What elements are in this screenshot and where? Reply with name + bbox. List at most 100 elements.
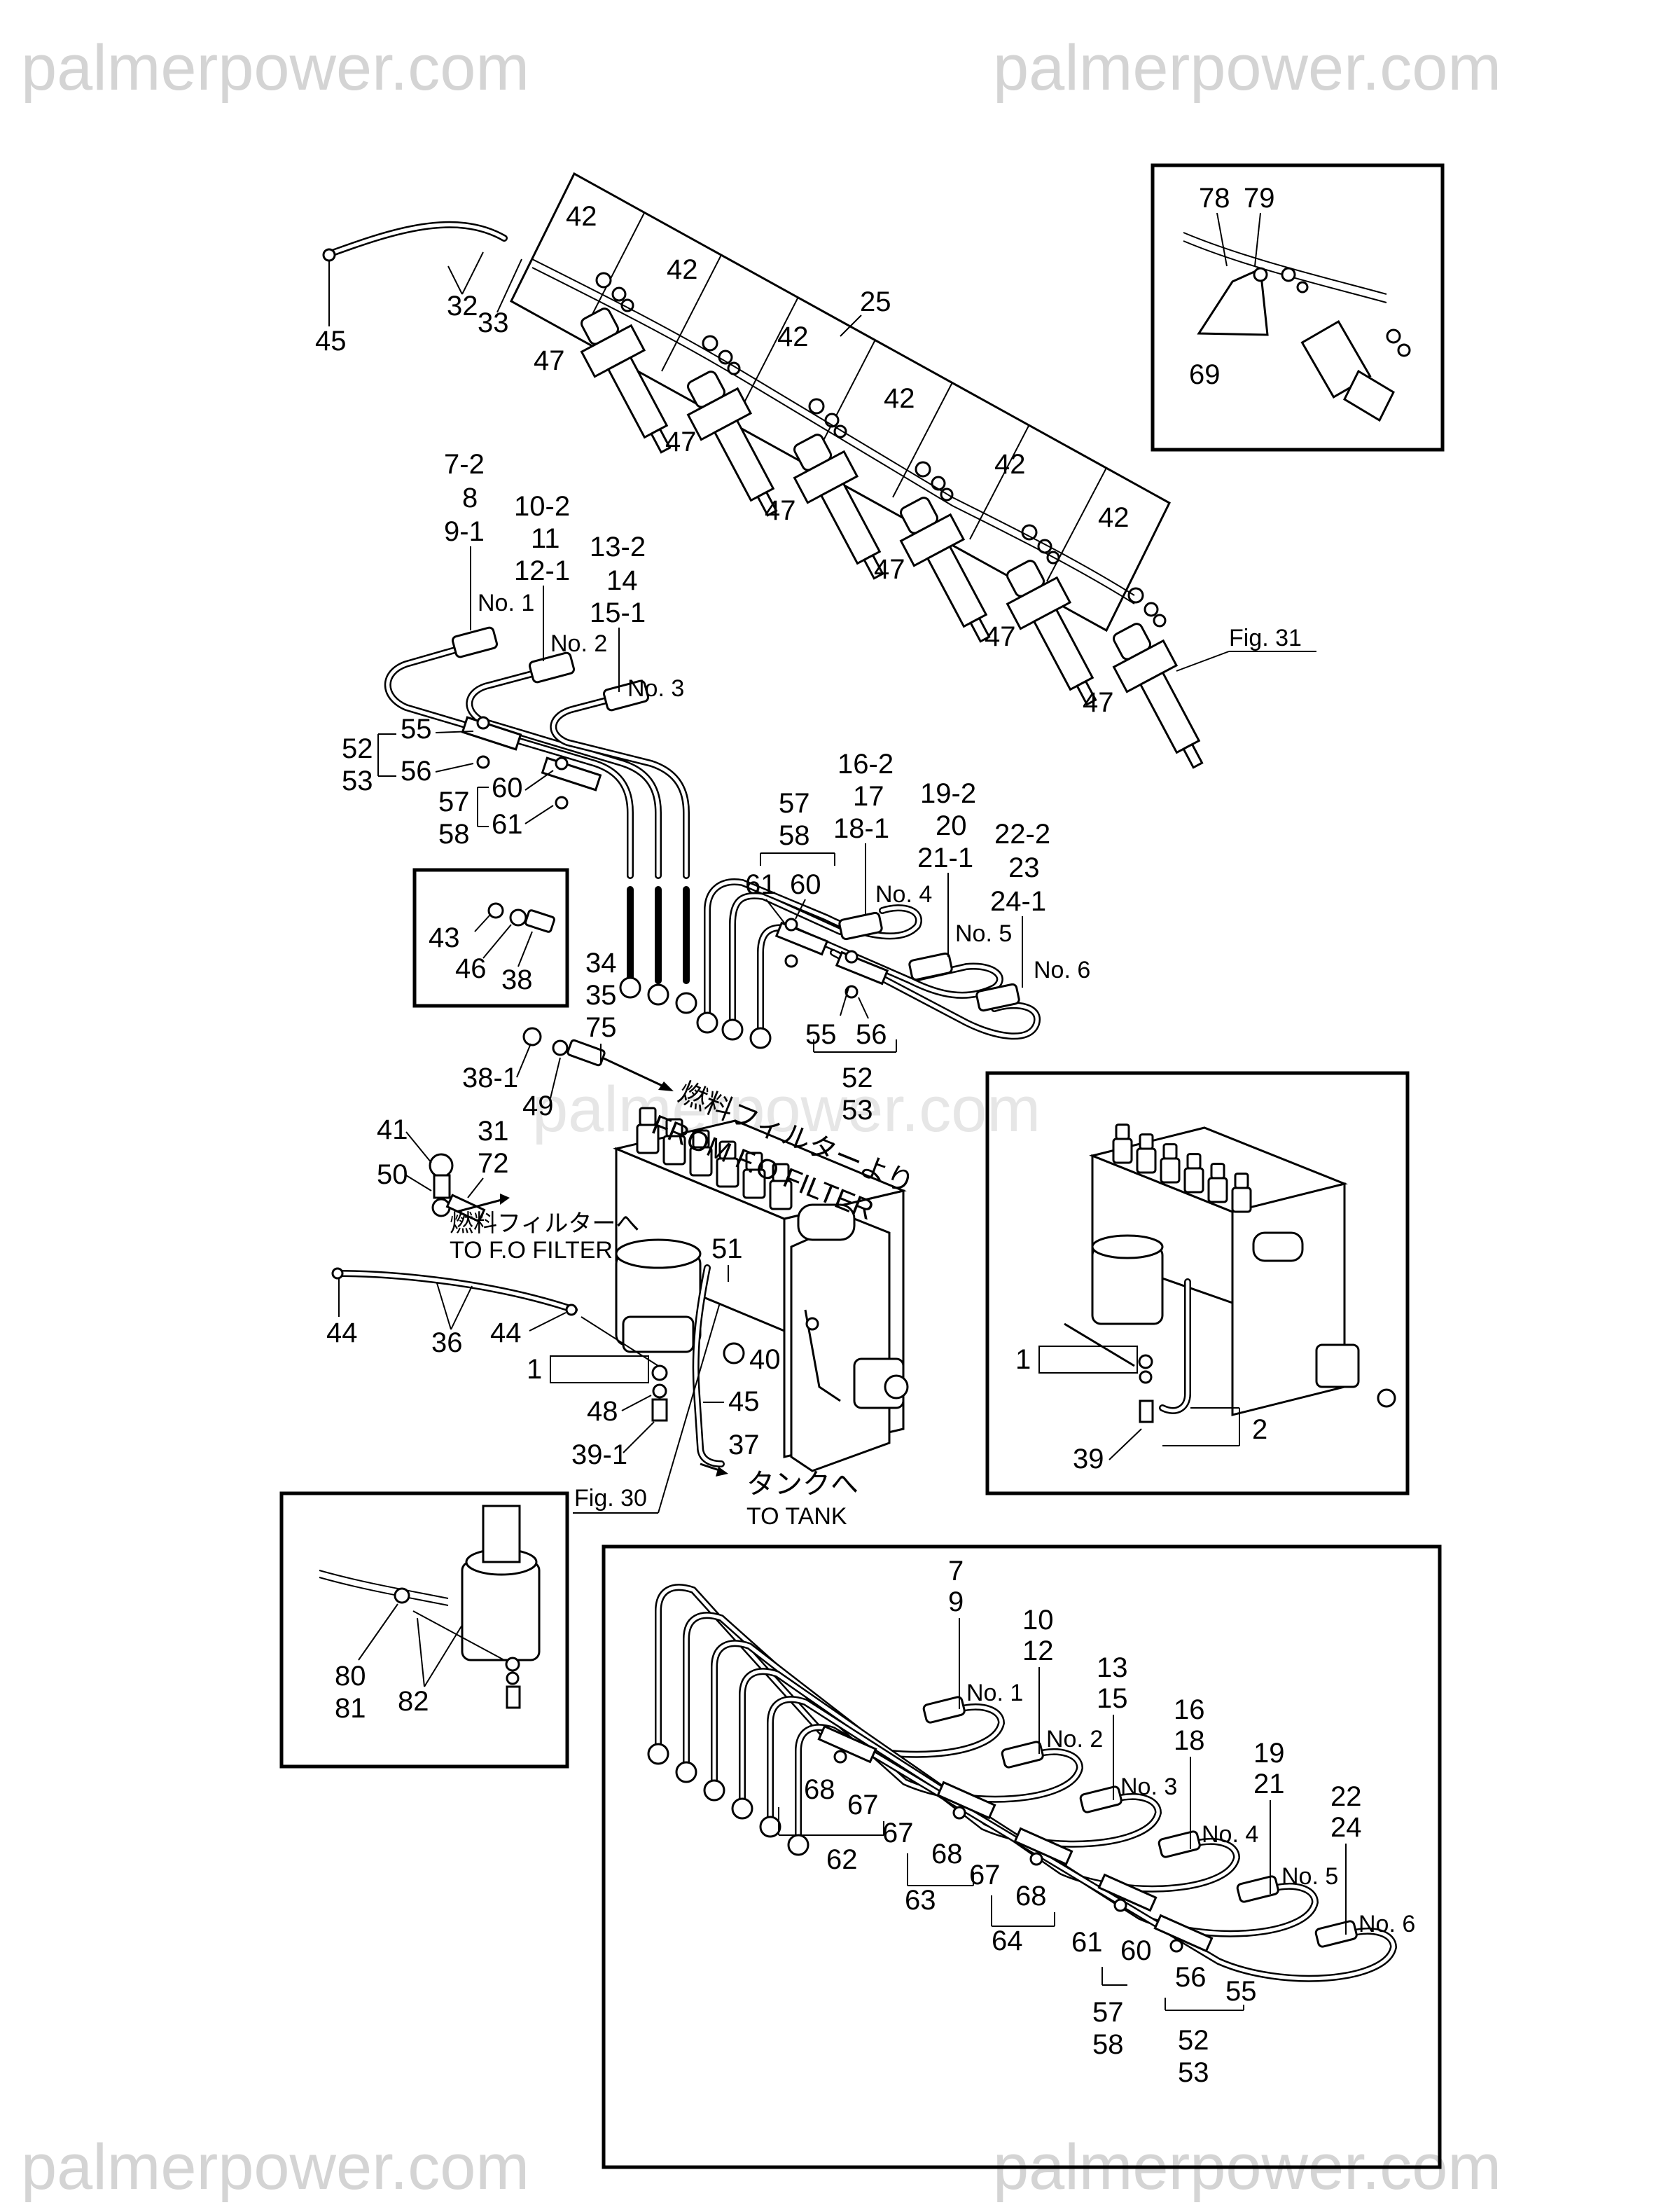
bi-callout-9: 9 xyxy=(948,1587,964,1617)
callout-1: 1 xyxy=(527,1354,542,1385)
delivery-valve-nut xyxy=(1115,1124,1130,1140)
inset-filter-81: 81 xyxy=(335,1693,366,1724)
injector-body xyxy=(1112,623,1204,769)
delivery-valve-holder xyxy=(1160,1157,1181,1184)
callout-57-left: 57 xyxy=(438,787,470,817)
banjo-bolt xyxy=(595,272,612,289)
delivery-valve-nut xyxy=(692,1129,710,1149)
gasket xyxy=(611,286,627,302)
delivery-valve-nut xyxy=(1234,1173,1249,1189)
bi-callout-13: 13 xyxy=(1097,1652,1128,1683)
injector-assembly xyxy=(322,172,1204,769)
injector-stem xyxy=(819,482,882,565)
callout-61-left: 61 xyxy=(492,809,523,840)
watermark-top-left: palmerpower.com xyxy=(21,32,529,104)
clamp-bolt xyxy=(833,1750,847,1764)
bi-callout-10: 10 xyxy=(1022,1605,1054,1636)
inset-pump-39: 39 xyxy=(1073,1444,1104,1474)
banjo-bolt xyxy=(808,398,825,415)
callout-42-c: 42 xyxy=(777,322,809,352)
callout-44-right: 44 xyxy=(490,1318,522,1348)
callout-20: 20 xyxy=(936,810,967,841)
callout-58-right-top: 58 xyxy=(779,820,810,851)
banjo-bolt xyxy=(1127,587,1144,604)
injector-nozzle xyxy=(1182,742,1204,769)
pipe-label-no5: No. 5 xyxy=(955,920,1012,947)
watermark-bottom-left: palmerpower.com xyxy=(21,2131,529,2203)
callout-40: 40 xyxy=(749,1344,781,1375)
callout-38-1: 38-1 xyxy=(462,1063,518,1093)
callout-53-right: 53 xyxy=(842,1095,873,1126)
fig31-ref: Fig. 31 xyxy=(1229,625,1302,651)
injector-body xyxy=(899,497,991,643)
callout-15-1: 15-1 xyxy=(590,597,646,628)
bottom-hp-pipe-inner xyxy=(712,1641,1160,1846)
callout-56-left: 56 xyxy=(401,756,432,787)
injector-nozzle xyxy=(756,490,778,517)
callout-51: 51 xyxy=(711,1233,743,1264)
callout-60-right: 60 xyxy=(790,869,821,900)
watermark-top-right: palmerpower.com xyxy=(993,32,1501,104)
callout-53-left: 53 xyxy=(342,766,373,796)
callout-42-a: 42 xyxy=(566,201,597,232)
injector-callouts: 42 42 42 42 42 42 25 47 47 47 47 47 47 3… xyxy=(315,201,1316,718)
bottom-hp-pipe-inner xyxy=(684,1613,1082,1802)
callout-39-1: 39-1 xyxy=(571,1439,627,1470)
bi-callout-12: 12 xyxy=(1022,1636,1054,1666)
injector-nozzle xyxy=(1076,679,1097,706)
callout-8: 8 xyxy=(462,483,478,513)
pipe-label-no3: No. 3 xyxy=(627,675,684,702)
bi-callout-52: 52 xyxy=(1178,2025,1209,2056)
callout-45-top: 45 xyxy=(315,326,347,357)
inset-small-46: 46 xyxy=(455,953,487,984)
callout-47-d: 47 xyxy=(874,554,905,585)
callout-42-e: 42 xyxy=(994,449,1026,480)
callout-42-b: 42 xyxy=(667,254,698,285)
bi-callout-53: 53 xyxy=(1178,2057,1209,2088)
callout-24-1: 24-1 xyxy=(990,886,1046,917)
callout-36: 36 xyxy=(431,1327,463,1358)
bi-callout-68-c: 68 xyxy=(1015,1881,1047,1912)
pipe-clamp xyxy=(1153,1914,1214,1953)
pipe-label-no6: No. 6 xyxy=(1034,957,1090,983)
hp-pipes-right xyxy=(696,878,1041,1049)
bi-callout-56: 56 xyxy=(1175,1962,1207,1993)
inset-small-43: 43 xyxy=(429,922,460,953)
callout-55-left: 55 xyxy=(401,714,432,745)
callout-35: 35 xyxy=(585,980,617,1011)
callout-61-right: 61 xyxy=(745,869,777,900)
callout-47-c: 47 xyxy=(765,495,796,526)
delivery-valve-nut xyxy=(718,1140,737,1160)
bi-pipe-no3: No. 3 xyxy=(1120,1774,1177,1800)
callout-45-pump: 45 xyxy=(728,1386,760,1417)
bi-callout-67-c: 67 xyxy=(969,1860,1001,1890)
callout-47-f: 47 xyxy=(1083,687,1114,718)
delivery-valve-holder xyxy=(1136,1147,1157,1174)
banjo-bolt xyxy=(1021,524,1038,541)
bi-callout-67-a: 67 xyxy=(847,1790,879,1820)
bottom-hp-pipe-inner xyxy=(740,1669,1239,1891)
injector-stem xyxy=(1032,608,1094,691)
clamp-bolt xyxy=(952,1806,966,1820)
inset-top-right: 78 79 69 xyxy=(1151,163,1445,452)
delivery-valve-nut xyxy=(639,1107,657,1126)
bi-callout-63: 63 xyxy=(905,1885,936,1916)
bottom-hp-pipe-inner xyxy=(796,1725,1396,1981)
callout-56-right: 56 xyxy=(856,1019,887,1050)
delivery-valve-nut xyxy=(1210,1163,1225,1180)
bi-pipe-no4: No. 4 xyxy=(1202,1821,1258,1848)
bi-callout-21: 21 xyxy=(1253,1769,1285,1799)
callout-47-a: 47 xyxy=(534,345,565,376)
callout-33: 33 xyxy=(478,307,509,338)
callout-21-1: 21-1 xyxy=(917,843,973,873)
callout-18-1: 18-1 xyxy=(833,813,889,844)
injector-body xyxy=(580,307,672,454)
callout-52-right: 52 xyxy=(842,1063,873,1093)
pipe-clamp xyxy=(1013,1827,1073,1866)
callout-16-2: 16-2 xyxy=(837,749,894,780)
callout-57-right-top: 57 xyxy=(779,788,810,819)
delivery-valve-holder xyxy=(1207,1177,1228,1203)
inset-filter-80: 80 xyxy=(335,1661,366,1692)
pipe-end-nut xyxy=(703,1779,725,1802)
bi-callout-24: 24 xyxy=(1330,1812,1362,1843)
